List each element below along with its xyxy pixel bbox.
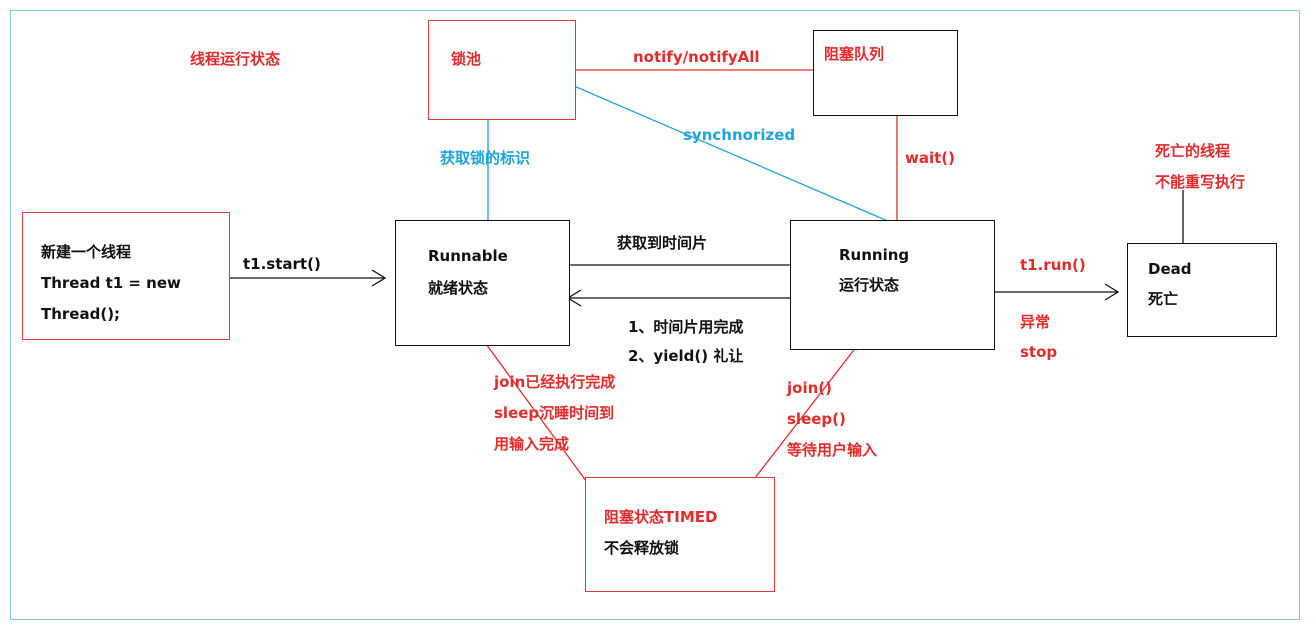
label-to-timed-1: join() <box>787 379 832 397</box>
node-running: Running 运行状态 <box>790 220 995 350</box>
node-runnable-en: Runnable <box>428 247 508 265</box>
diagram-title: 线程运行状态 <box>190 50 281 68</box>
label-from-timed-1: join已经执行完成 <box>494 373 616 391</box>
node-new-line-3: Thread(); <box>41 305 121 323</box>
node-runnable-zh: 就绪状态 <box>428 279 489 297</box>
label-stop: stop <box>1020 343 1058 361</box>
node-dead: Dead 死亡 <box>1127 243 1277 337</box>
node-dead-zh: 死亡 <box>1148 290 1179 308</box>
label-to-timed-2: sleep() <box>787 410 846 428</box>
label-get-time-slice: 获取到时间片 <box>617 234 708 252</box>
label-wait: wait() <box>905 149 956 167</box>
arrow-from-timed <box>469 321 601 501</box>
diagram-frame <box>10 10 1300 620</box>
node-new-line-2: Thread t1 = new <box>41 274 181 292</box>
label-exception: 异常 <box>1020 313 1051 331</box>
node-new-thread: 新建一个线程 Thread t1 = new Thread(); <box>22 212 230 340</box>
arrow-to-timed <box>737 341 861 501</box>
node-running-zh: 运行状态 <box>839 276 900 294</box>
label-back-2: 2、yield() 礼让 <box>628 347 744 365</box>
label-from-timed-3: 用输入完成 <box>494 435 570 453</box>
node-timed-blocked-title: 阻塞状态TIMED <box>604 508 718 526</box>
node-lock-pool: 锁池 <box>428 20 576 120</box>
node-dead-en: Dead <box>1148 260 1192 278</box>
node-runnable: Runnable 就绪状态 <box>395 220 570 346</box>
node-new-line-1: 新建一个线程 <box>41 243 132 261</box>
label-back-1: 1、时间片用完成 <box>628 318 744 336</box>
dead-note-2: 不能重写执行 <box>1155 173 1246 191</box>
label-start: t1.start() <box>243 255 321 273</box>
node-blocked-queue: 阻塞队列 <box>813 30 958 116</box>
node-lock-pool-label: 锁池 <box>451 50 482 68</box>
label-from-timed-2: sleep沉睡时间到 <box>494 404 615 422</box>
node-timed-blocked-note: 不会释放锁 <box>604 539 680 557</box>
label-to-timed-3: 等待用户输入 <box>787 441 878 459</box>
node-running-en: Running <box>839 246 910 264</box>
node-timed-blocked: 阻塞状态TIMED 不会释放锁 <box>585 477 775 592</box>
node-blocked-queue-label: 阻塞队列 <box>824 45 885 63</box>
dead-note-1: 死亡的线程 <box>1155 142 1231 160</box>
arrow-synchronized <box>559 79 891 223</box>
label-notify: notify/notifyAll <box>633 48 760 66</box>
label-synchronized: synchnorized <box>683 126 796 144</box>
label-run: t1.run() <box>1020 256 1086 274</box>
label-acquire-lock: 获取锁的标识 <box>440 149 531 167</box>
